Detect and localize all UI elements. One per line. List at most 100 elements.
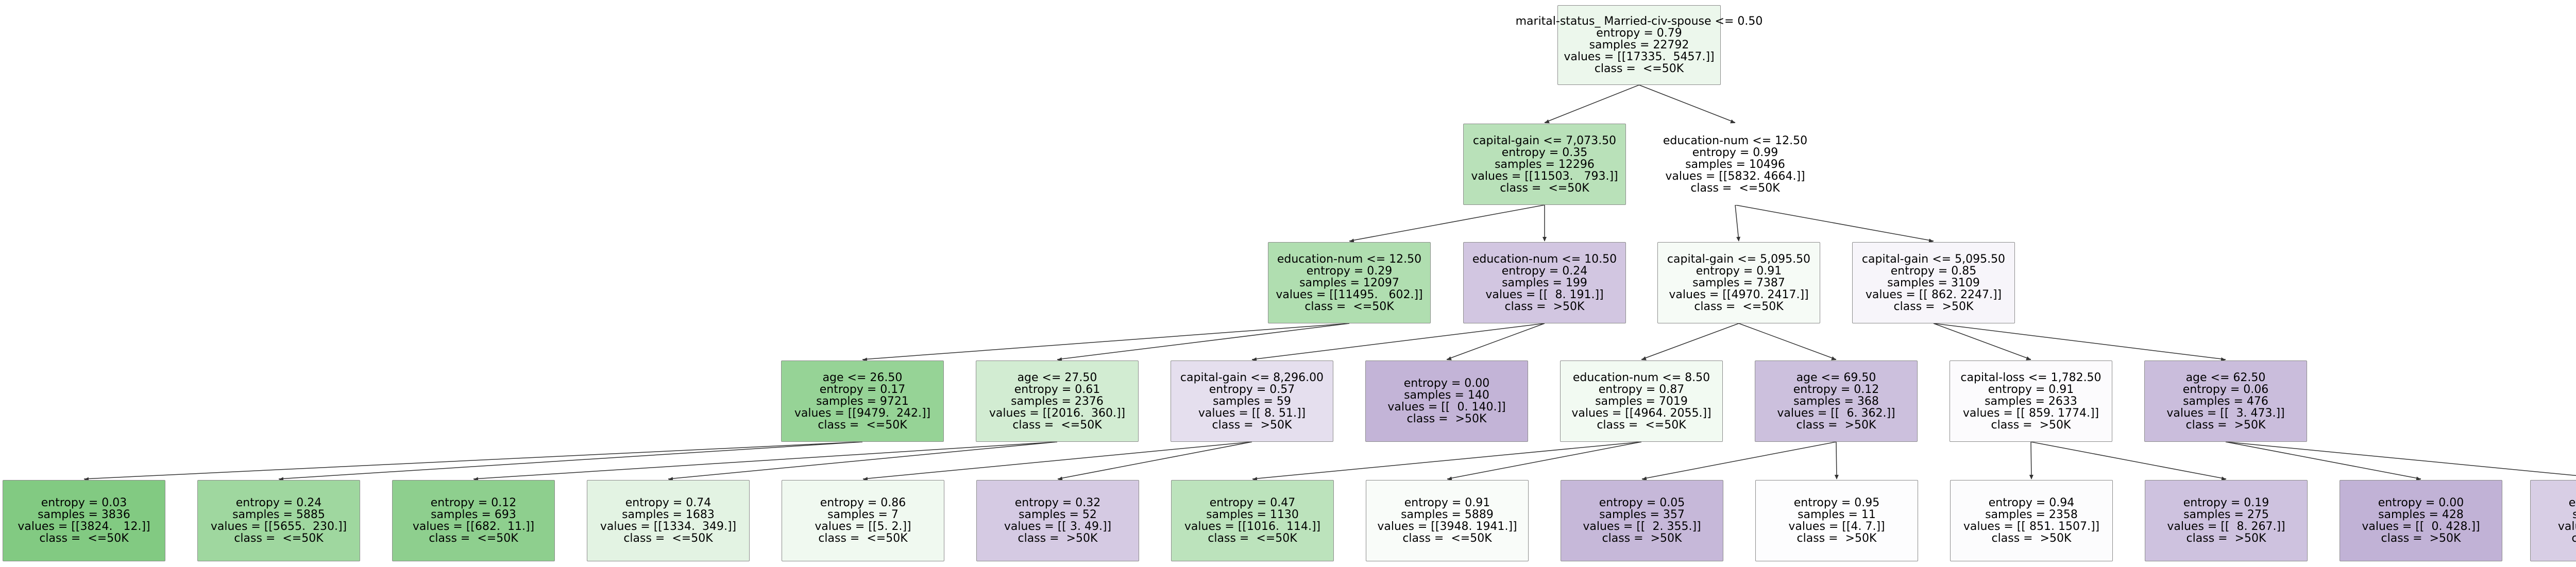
node-line: samples = 7387 [1692,276,1785,289]
tree-edge [83,441,863,479]
node-line: values = [[ 0. 428.]] [2362,520,2480,533]
tree-edge [473,441,1058,479]
node-line: entropy = 0.91 [1988,383,2074,396]
node-line: entropy = 0.05 [1599,496,1685,509]
node-line: values = [[4964. 2055.]] [1571,406,1711,420]
node-line: samples = 12296 [1495,158,1595,171]
node-line: class = <=50K [818,532,908,545]
node-line: entropy = 0.32 [1014,496,1101,509]
node-line: values = [[11495. 602.]] [1276,288,1423,301]
tree-edge [1544,84,1639,123]
node-line: entropy = 0.86 [820,496,906,509]
node-line: samples = 10496 [1685,158,1785,171]
tree-edge [1933,323,2226,360]
node-line: values = [[ 8. 267.]] [2167,520,2285,533]
node-line: samples = 428 [2378,508,2464,521]
node-line: values = [[3824. 12.]] [18,520,150,533]
node-line: values = [[ 859. 1774.]] [1962,406,2099,420]
node-line: values = [[ 6. 362.]] [1777,406,1895,420]
tree-edge [1251,323,1545,360]
tree-edge [1738,323,1837,360]
node-line: samples = 476 [2183,394,2268,408]
node-line: values = [[ 0. 140.]] [1387,401,1506,414]
node-line: education-num <= 12.50 [1663,134,1808,147]
node-line: samples = 2358 [1985,508,2078,521]
tree-edge-arrowhead [1349,238,1354,243]
node-line: entropy = 0.06 [2182,383,2269,396]
node-line: values = [[11503. 793.]] [1471,169,1618,183]
node-line: age <= 27.50 [1017,371,1097,384]
tree-edge-arrowhead [1928,238,1934,243]
node-line: class = >50K [1406,413,1487,425]
tree-edge [668,441,1058,479]
tree-edge [1933,323,2031,360]
tree-edge [1252,441,1642,479]
node-line: samples = 2633 [1985,394,2077,408]
node-line: samples = 12097 [1299,276,1399,289]
node-line: entropy = 0.47 [1209,496,1296,509]
node-line: values = [[ 8. 191.]] [1485,288,1604,301]
node-line: class = >50K [1018,532,1098,545]
node-line: age <= 69.50 [1796,371,1876,384]
tree-edge-arrowhead [1730,119,1735,124]
node-line: values = [[5832. 4664.]] [1665,169,1805,183]
node-line: class = >50K [2571,532,2576,545]
node-line: entropy = 0.17 [819,383,906,396]
node-line: entropy = 0.57 [1209,383,1295,396]
node-line: entropy = 0.85 [1890,264,1977,278]
node-line: age <= 62.50 [2185,371,2266,384]
node-line: capital-gain <= 5,095.50 [1861,252,2006,266]
node-line: samples = 7019 [1595,394,1688,408]
node-line: education-num <= 12.50 [1277,252,1422,266]
tree-edge [2225,441,2421,479]
node-line: class = <=50K [1690,181,1780,195]
node-line: samples = 275 [2183,508,2269,521]
node-line: values = [[9479. 242.]] [794,406,931,420]
node-line: samples = 5889 [1401,508,1494,521]
node-line: entropy = 0.12 [430,496,517,509]
node-line: values = [[ 3. 473.]] [2166,406,2285,420]
tree-edge-arrowhead [1736,236,1741,242]
tree-edge [278,441,863,479]
node-line: entropy = 0.79 [1596,27,1682,40]
node-line: samples = 48 [2572,508,2576,521]
node-line: class = <=50K [818,418,907,432]
tree-edge [1641,441,1837,479]
tree-edge-arrowhead [2416,476,2421,481]
node-line: class = <=50K [234,532,324,545]
tree-edge [1446,323,1545,360]
node-line: education-num <= 10.50 [1472,252,1617,266]
node-line: values = [[ 3. 49.]] [1004,520,1112,533]
node-line: class = >50K [1991,418,2071,432]
tree-edge-arrowhead [2029,474,2033,479]
node-line: samples = 140 [1404,389,1489,402]
node-line: samples = 7 [827,508,899,521]
node-line: entropy = 0.00 [2378,496,2464,509]
node-line: values = [[1016. 114.]] [1184,520,1321,533]
node-line: class = <=50K [1012,418,1102,432]
node-line: samples = 52 [1019,508,1097,521]
node-line: class = >50K [1991,532,2072,545]
node-line: samples = 59 [1213,394,1291,408]
tree-edge-arrowhead [1641,356,1647,360]
tree-node-n0: marital-status_ Married-civ-spouse <= 0.… [1516,5,1762,85]
tree-node-n28: entropy = 0.34samples = 48values = [[ 3.… [2530,480,2576,561]
node-line: entropy = 0.03 [41,496,127,509]
